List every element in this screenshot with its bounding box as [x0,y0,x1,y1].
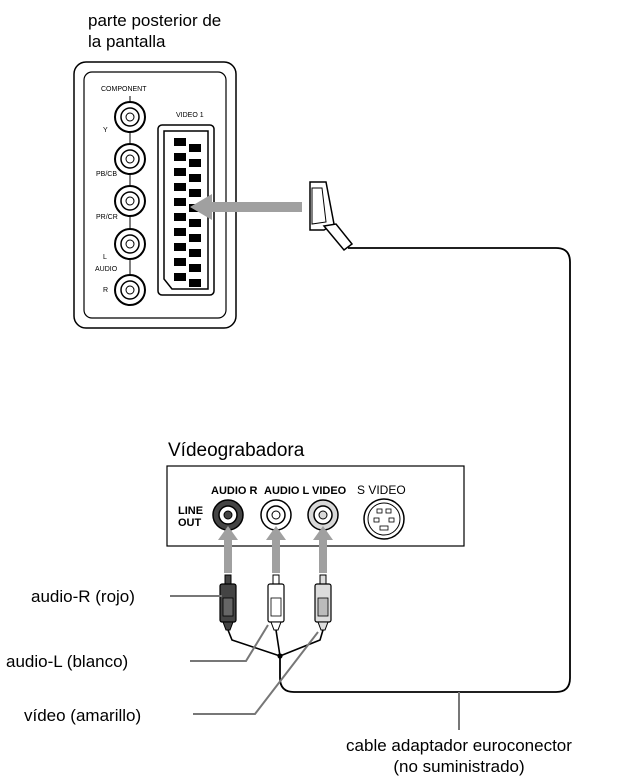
scart-adapter-cable [279,247,571,693]
jack-l-label: L [103,254,107,261]
vcr-video-label: VIDEO [312,485,347,497]
jack-y-label: Y [103,127,108,134]
scart-pin [174,258,186,266]
jack-r-label: R [103,287,108,294]
scart-pin [174,273,186,281]
scart-pin [189,174,201,182]
callout-cable-line2: (no suministrado) [393,757,524,776]
audio-label: AUDIO [95,266,118,273]
video1-label: VIDEO 1 [176,112,204,119]
scart-pin [174,153,186,161]
callout-cable-line1: cable adaptador euroconector [346,736,572,755]
tv-caption-line2: la pantalla [88,32,166,51]
scart-pin [189,159,201,167]
scart-pin [189,219,201,227]
scart-pin [174,243,186,251]
rca-plug-audio-l [267,574,285,631]
jack-r [114,274,146,306]
scart-pins [174,138,201,287]
vcr-audio-r-label: AUDIO R [211,485,258,497]
tv-caption-line1: parte posterior de [88,11,221,30]
scart-pin [174,213,186,221]
vcr-audio-r-jack [212,499,244,531]
audio-l-insert-arrow [266,526,286,573]
scart-pin [174,198,186,206]
scart-pin [189,189,201,197]
scart-pin [189,234,201,242]
scart-pin [189,279,201,287]
jack-pb-label: PB/CB [96,171,117,178]
rca-cable-bundle [227,629,324,659]
callout-audio-r: audio-R (rojo) [31,587,135,606]
component-label: COMPONENT [101,86,147,93]
scart-pin [174,138,186,146]
scart-pin [189,144,201,152]
scart-pin [189,264,201,272]
rca-plug-audio-r [219,574,237,631]
vcr-video-jack [307,499,339,531]
jack-l [114,228,146,260]
vcr-audio-l-jack [260,499,292,531]
vcr-title: Vídeograbadora [168,440,305,461]
callout-video: vídeo (amarillo) [24,706,141,725]
jack-pr-label: PR/CR [96,214,118,221]
video-insert-arrow [313,526,333,573]
scart-socket-video1 [157,124,215,296]
jack-pr [114,185,146,217]
callout-leaders [170,595,460,730]
audio-r-insert-arrow [218,526,238,573]
jack-pb [114,143,146,175]
scart-pin [174,168,186,176]
vcr-audio-l-label: AUDIO L [264,485,310,497]
scart-pin [174,183,186,191]
vcr-s-video-jack [363,498,405,540]
line-out-label-1: LINE [178,505,203,517]
rca-plug-video [314,574,332,631]
scart-plug [309,181,354,252]
scart-pin [189,249,201,257]
scart-insert-arrow [190,194,302,220]
jack-y [114,101,146,133]
scart-pin [174,228,186,236]
callout-audio-l: audio-L (blanco) [6,652,128,671]
vcr-s-video-label: S VIDEO [357,483,406,497]
component-jacks [114,96,146,306]
line-out-label-2: OUT [178,517,202,529]
